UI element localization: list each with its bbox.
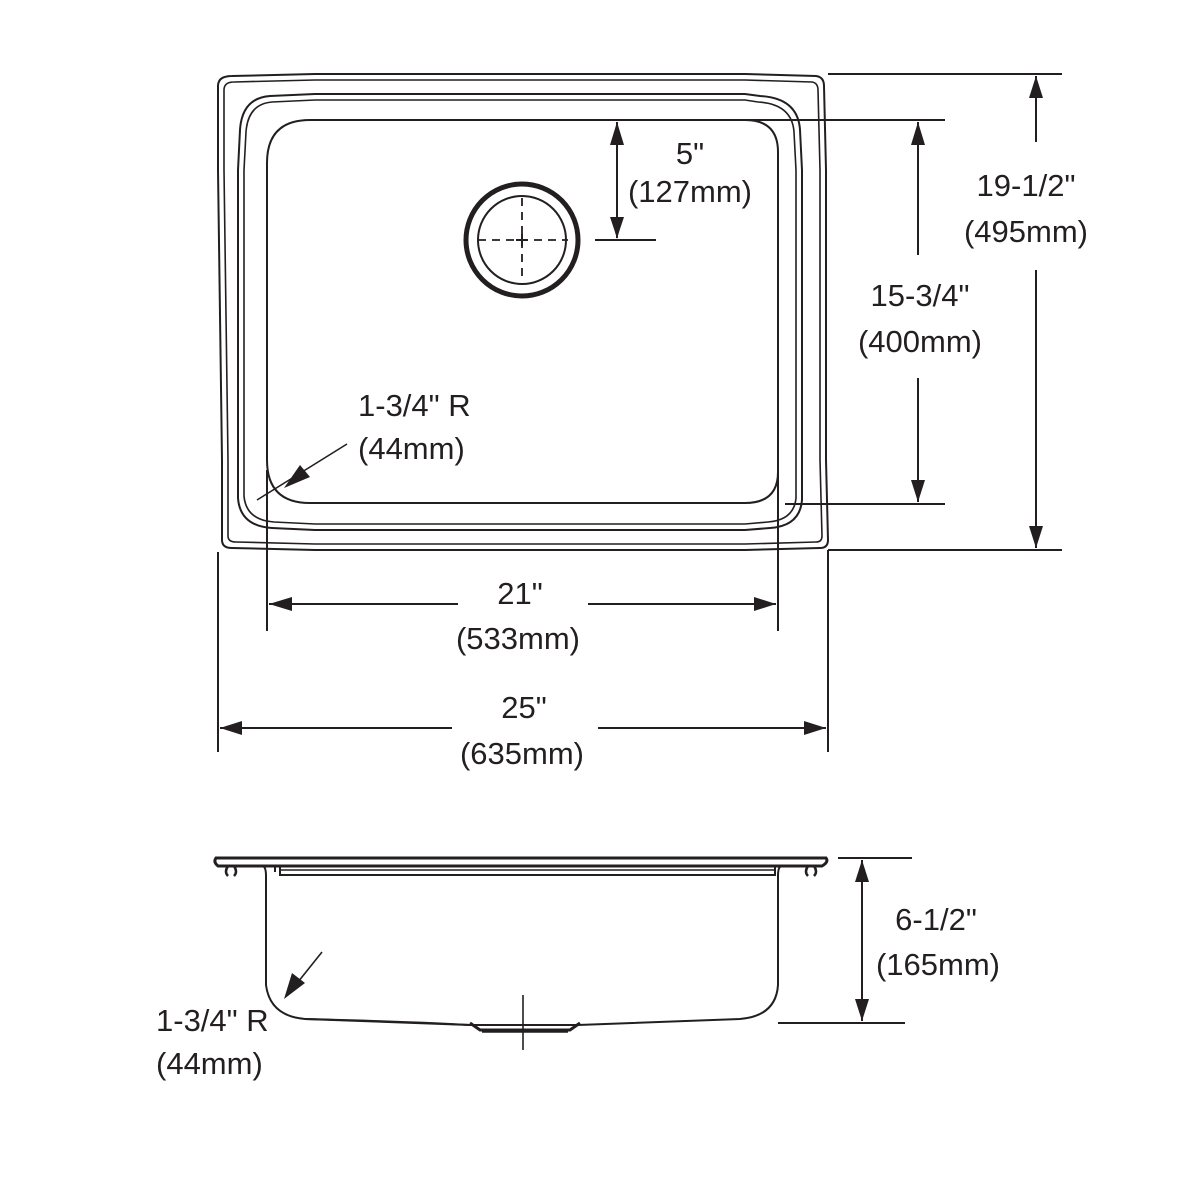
- top-corner-radius-metric: (44mm): [358, 431, 465, 466]
- sink-inner-rim: [237, 93, 803, 531]
- overall-width-metric: (635mm): [460, 736, 584, 771]
- drain-offset-imperial: 5": [676, 136, 704, 171]
- sink-flange: [213, 856, 829, 868]
- bowl-depth-imperial: 6-1/2": [895, 902, 977, 937]
- overall-length-imperial: 19-1/2": [977, 168, 1076, 203]
- bowl-length-metric: (400mm): [858, 324, 982, 359]
- corner-radius-callout: 1-3/4" R (44mm): [256, 388, 471, 501]
- top-corner-radius-imperial: 1-3/4" R: [358, 388, 471, 423]
- overall-length-metric: (495mm): [964, 214, 1088, 249]
- drain-offset-metric: (127mm): [628, 174, 752, 209]
- overall-width-imperial: 25": [501, 690, 547, 725]
- sink-outer-rim: [217, 73, 830, 551]
- bowl-width-metric: (533mm): [456, 621, 580, 656]
- drain-icon: [463, 181, 581, 299]
- side-view: 6-1/2" (165mm) 1-3/4" R (44mm): [156, 856, 1000, 1081]
- bowl-depth-metric: (165mm): [876, 947, 1000, 982]
- bowl-length-dimension: 15-3/4" (400mm): [745, 119, 982, 505]
- side-drain-icon: [469, 995, 581, 1050]
- sink-bowl-outline: [266, 119, 779, 504]
- mounting-clip-left-icon: [224, 865, 238, 877]
- overall-width-dimension: 25" (635mm): [217, 552, 826, 771]
- bowl-width-dimension: 21" (533mm): [266, 470, 779, 656]
- side-bowl-outline: [261, 865, 783, 1026]
- bowl-length-imperial: 15-3/4": [871, 278, 970, 313]
- bowl-width-imperial: 21": [497, 576, 543, 611]
- side-corner-radius-metric: (44mm): [156, 1046, 263, 1081]
- side-corner-radius-callout: 1-3/4" R (44mm): [156, 951, 323, 1081]
- drain-offset-dimension: 5" (127mm): [595, 122, 752, 241]
- side-corner-radius-imperial: 1-3/4" R: [156, 1003, 269, 1038]
- top-view: 5" (127mm) 15-3/4" (400mm) 19-1/2" (495m…: [217, 73, 1088, 771]
- overall-length-dimension: 19-1/2" (495mm): [827, 73, 1088, 752]
- mounting-clip-right-icon: [804, 865, 818, 877]
- bowl-depth-dimension: 6-1/2" (165mm): [778, 857, 1000, 1024]
